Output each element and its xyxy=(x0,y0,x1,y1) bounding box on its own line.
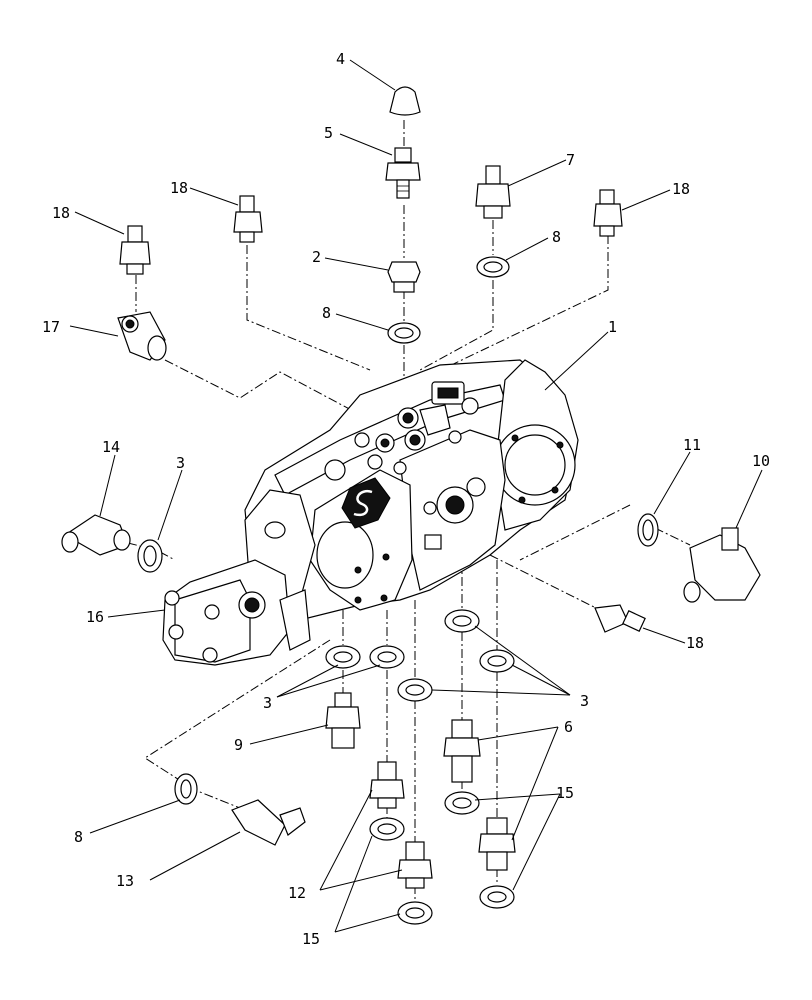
callout-7: 7 xyxy=(566,151,575,169)
callout-17: 17 xyxy=(42,318,60,336)
part-6-fitting-a xyxy=(443,719,481,783)
part-2-plug xyxy=(387,261,421,293)
leader-lines xyxy=(69,59,763,933)
assembly-centerlines xyxy=(127,120,691,905)
part-4-dust-cap xyxy=(389,86,421,116)
part-18-fitting-d xyxy=(594,604,646,633)
callout-3-b: 3 xyxy=(263,694,272,712)
pump-assembly xyxy=(162,359,579,666)
callout-4: 4 xyxy=(336,50,345,68)
callout-12: 12 xyxy=(288,884,306,902)
callout-18-c: 18 xyxy=(672,180,690,198)
part-12-fitting-a xyxy=(369,761,405,809)
callout-9: 9 xyxy=(234,736,243,754)
callout-6: 6 xyxy=(564,718,573,736)
callout-15-b: 15 xyxy=(302,930,320,948)
callout-14: 14 xyxy=(102,438,120,456)
callout-8-c: 8 xyxy=(74,828,83,846)
part-5-relief-valve xyxy=(385,147,421,199)
callout-18-d: 18 xyxy=(686,634,704,652)
callout-16: 16 xyxy=(86,608,104,626)
callout-2: 2 xyxy=(312,248,321,266)
callout-8-a: 8 xyxy=(552,228,561,246)
callout-3-c: 3 xyxy=(580,692,589,710)
callout-15-a: 15 xyxy=(556,784,574,802)
part-17-elbow xyxy=(117,311,167,361)
callout-5: 5 xyxy=(324,124,333,142)
callout-11: 11 xyxy=(683,436,701,454)
part-18-fitting-b xyxy=(119,225,151,275)
callout-3-a: 3 xyxy=(176,454,185,472)
part-10-tee xyxy=(683,527,761,603)
washers xyxy=(137,256,659,925)
callout-1: 1 xyxy=(608,318,617,336)
part-6-fitting-b xyxy=(478,817,516,871)
callout-labels: 4 5 7 18 18 18 2 8 8 17 1 14 3 11 10 16 … xyxy=(42,50,770,948)
part-13-elbow xyxy=(231,799,306,846)
part-9-fitting xyxy=(325,692,361,749)
callout-18-b: 18 xyxy=(52,204,70,222)
part-18-fitting-a xyxy=(233,195,263,243)
callout-18-a: 18 xyxy=(170,179,188,197)
callout-13: 13 xyxy=(116,872,134,890)
part-14-elbow xyxy=(61,514,131,556)
callout-8-b: 8 xyxy=(322,304,331,322)
part-18-fitting-c xyxy=(593,189,623,237)
part-7-fitting xyxy=(475,165,511,219)
part-12-fitting-b xyxy=(397,841,433,889)
callout-10: 10 xyxy=(752,452,770,470)
